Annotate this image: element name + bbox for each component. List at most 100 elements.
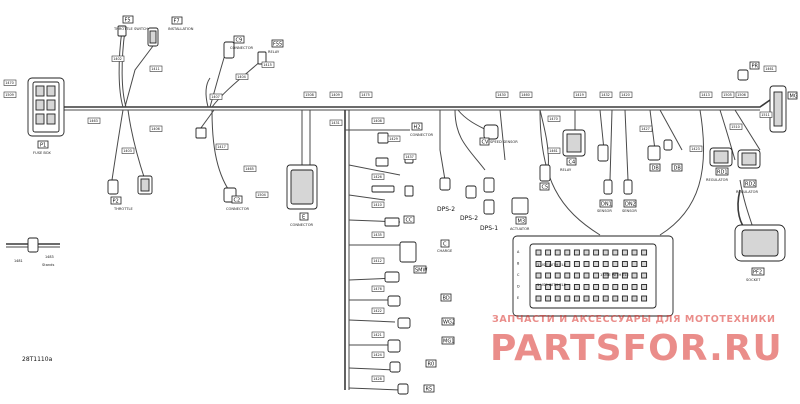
wire-code-text: 1460: [521, 93, 530, 97]
svg-text:1 USE WITH ELE: 1 USE WITH ELE: [537, 283, 567, 287]
ecm-pin: [631, 261, 638, 267]
wire-code-text: 1415: [263, 63, 272, 67]
wire-code-text: 1470: [549, 117, 558, 121]
ecm-pin: [621, 284, 628, 290]
wire-code-text: 1435: [373, 233, 382, 237]
ecm-pin: [535, 284, 542, 290]
ecm-pin: [641, 249, 648, 256]
svg-text:CONNECTOR: CONNECTOR: [410, 133, 434, 137]
connector-f5: F5 THROTTLE SWITCH: [113, 15, 148, 37]
ecm-pin: [554, 261, 561, 267]
ecm-row-label: A: [517, 250, 520, 254]
connector-c: C CHARGE: [399, 239, 453, 263]
ecm-pin: [573, 272, 580, 279]
wire-code-badge: [721, 91, 735, 98]
wire-code-badge: [547, 147, 561, 154]
wire-code-text: 1410: [373, 203, 382, 207]
ecm-pin: [554, 249, 561, 256]
ecm-pin: [554, 284, 561, 290]
svg-text:DB: DB: [674, 166, 682, 172]
svg-text:SENSOR: SENSOR: [597, 209, 612, 213]
wire-code-badge: [699, 91, 713, 98]
diagram-id: 28T1110a: [22, 356, 53, 363]
wire-code-badge: [371, 173, 385, 180]
ecm-row-label: B: [517, 262, 520, 266]
wire-code-badge: [387, 135, 401, 142]
svg-text:RD1: RD1: [717, 170, 728, 176]
svg-text:CV: CV: [482, 140, 489, 146]
connector-cc: CC: [384, 215, 415, 227]
wire-code-badge: [371, 351, 385, 358]
wire-code-badges: 1470150914631402141114061403140714041415…: [3, 55, 777, 382]
connector-c5: C5: [539, 164, 551, 191]
ecm-pin: [583, 295, 590, 302]
wire-code-text: 1476: [373, 287, 382, 291]
svg-text:REGULATOR: REGULATOR: [736, 190, 758, 194]
wire-code-text: 1437: [405, 155, 414, 159]
svg-text:DPS-2: DPS-2: [460, 215, 478, 222]
wire-code-badge: [3, 79, 17, 86]
svg-text:F5: F5: [125, 18, 131, 24]
ecm-pin: [641, 272, 648, 279]
wire-code-badge: [573, 91, 587, 98]
wire-code-text: 1409: [331, 93, 340, 97]
wire-code-text: 1510: [731, 125, 740, 129]
svg-text:RELAY: RELAY: [268, 50, 280, 54]
wire-code-text: 1406: [151, 127, 160, 131]
connector-r0: R0: [389, 359, 437, 373]
ecm-pin: [621, 272, 628, 279]
svg-text:RD2: RD2: [745, 182, 756, 188]
ecm-pin: [573, 295, 580, 302]
svg-text:FUSE BOX: FUSE BOX: [33, 151, 51, 155]
svg-text:1 USE WITH ELE: 1 USE WITH ELE: [537, 263, 567, 267]
wire-code-badge: [121, 147, 135, 154]
svg-text:C2: C2: [234, 198, 241, 204]
wire-code-badge: [209, 93, 223, 100]
svg-text:C5: C5: [542, 185, 549, 191]
connector-bd: BD: [387, 293, 452, 307]
ecm-pin: [583, 261, 590, 267]
wire-code-badge: [371, 307, 385, 314]
connector-c9: C9 CONNECTOR: [223, 35, 254, 59]
ecm-pin: [612, 295, 619, 302]
wire-code-text: 1430: [497, 93, 506, 97]
wire-code-badge: [235, 73, 249, 80]
ecm-pin: [641, 261, 648, 267]
wire-code-badge: [3, 91, 17, 98]
connector-f55: F55 RELAY: [257, 39, 284, 65]
wire-code-badge: [729, 123, 743, 130]
ecm-pin: [641, 295, 648, 302]
wire-code-text: 1463: [89, 119, 98, 123]
svg-text:DN1: DN1: [601, 202, 612, 208]
fuse-box-p1: P1 FUSE BOX 1470 1509: [4, 77, 65, 155]
wire-code-badge: [255, 191, 269, 198]
wire-code-badge: [359, 91, 373, 98]
wire-code-badge: [735, 91, 749, 98]
svg-text:H2: H2: [414, 125, 421, 131]
ecm-pin: [621, 249, 628, 256]
connector-c4: C4 RELAY: [560, 129, 586, 172]
wire-code-badge: [329, 119, 343, 126]
ecm-row-label: D: [517, 285, 520, 289]
wire-code-badge: [149, 65, 163, 72]
svg-text:M3: M3: [518, 219, 526, 225]
ecm-pin: [564, 272, 571, 279]
connector-h2: H2 CONNECTOR: [377, 122, 434, 144]
svg-text:SMW: SMW: [415, 268, 427, 274]
ecm-pin: [554, 272, 561, 279]
ecm-pin: [583, 249, 590, 256]
svg-text:MG: MG: [790, 94, 798, 100]
ecm-pin: [631, 284, 638, 290]
stands-harness: 1481 1483 Stands: [6, 237, 60, 267]
wire-code-text: 1421: [373, 333, 382, 337]
wire-code-text: 1509: [5, 93, 14, 97]
wire-code-badge: [371, 201, 385, 208]
ecm-pin: [602, 295, 609, 302]
wire-code-badge: [759, 111, 773, 118]
wire-code-text: 1461: [765, 67, 774, 71]
wire-code-text: 1470: [5, 81, 14, 85]
ecm-pin: [545, 272, 552, 279]
wire-code-text: 1408: [373, 119, 382, 123]
ecm-pin: [573, 249, 580, 256]
ecm-pin: [564, 261, 571, 267]
